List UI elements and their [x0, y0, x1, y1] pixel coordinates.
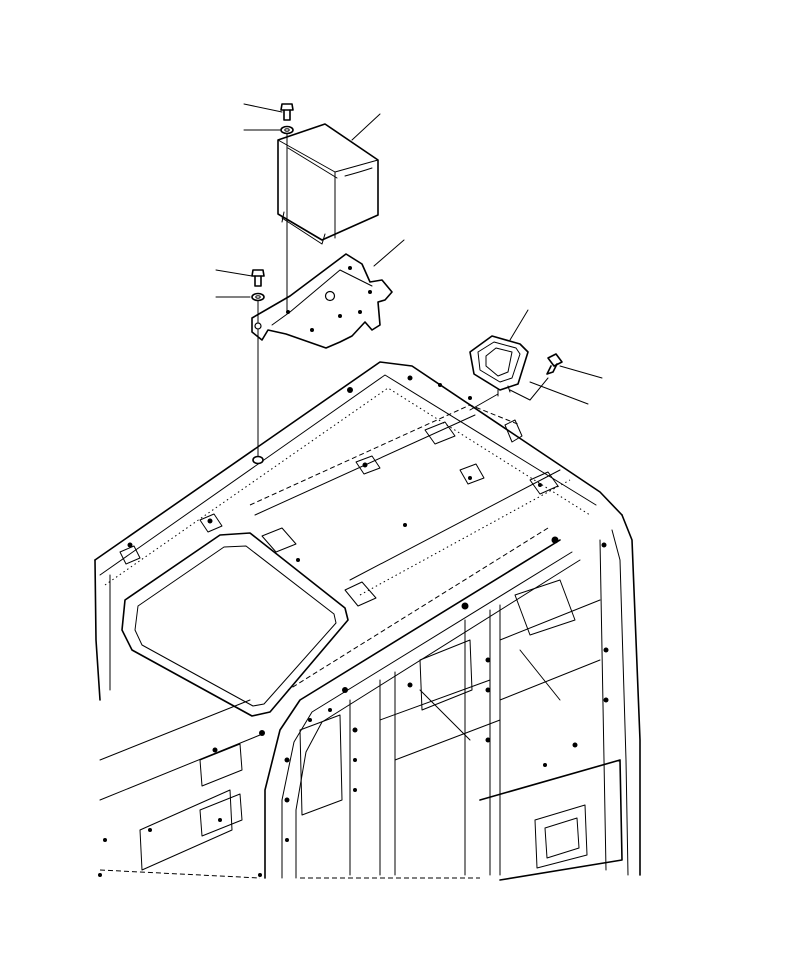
lamp-bolt	[547, 354, 562, 374]
lamp-assembly-lines	[470, 378, 548, 410]
assembly-lines	[253, 134, 287, 464]
leader-bolt-lower	[216, 270, 252, 276]
bracket-hole	[326, 292, 335, 301]
leader-bracket	[374, 240, 404, 266]
washer-upper	[281, 127, 293, 134]
mounting-holes	[98, 375, 609, 877]
leader-lamp-base	[530, 382, 588, 404]
bolt-lower	[252, 270, 264, 286]
work-lamp	[470, 336, 528, 396]
leader-bolt-upper	[244, 104, 282, 112]
leader-lines	[216, 104, 602, 404]
cover-box	[278, 124, 378, 244]
leader-lamp	[510, 310, 528, 340]
mounting-bracket	[252, 254, 392, 348]
leader-cover-box	[352, 114, 380, 140]
washer-lower	[252, 294, 264, 301]
bolt-upper	[281, 104, 293, 120]
cab-frame	[95, 362, 640, 880]
leader-lamp-bolt	[560, 366, 602, 378]
